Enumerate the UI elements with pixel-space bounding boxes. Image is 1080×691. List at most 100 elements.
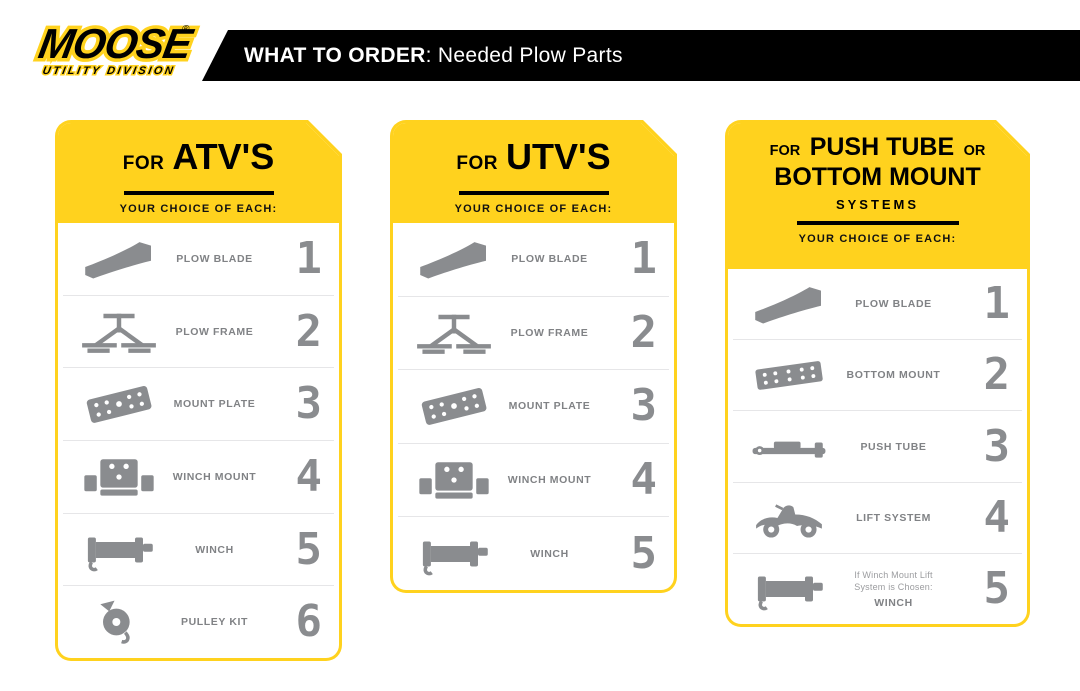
part-quantity: 5 bbox=[630, 527, 657, 579]
vehicle-label: ATV'S bbox=[172, 136, 275, 177]
lift-system-icon bbox=[745, 494, 833, 542]
plow-frame-icon bbox=[410, 309, 498, 357]
card-atv-header: FOR ATV'S YOUR CHOICE OF EACH: bbox=[58, 123, 339, 223]
part-row-winch-mount: WINCH MOUNT 4 bbox=[63, 441, 334, 514]
header-bar: WHAT TO ORDER: Needed Plow Parts bbox=[202, 30, 1080, 81]
part-label: WINCH bbox=[874, 597, 913, 609]
part-row-plow-blade: PLOW BLADE 1 bbox=[398, 223, 669, 297]
part-quantity: 6 bbox=[295, 596, 322, 648]
card-push-tube-header: FOR PUSH TUBE OR BOTTOM MOUNT SYSTEMS YO… bbox=[728, 123, 1027, 269]
card-atv-inner: FOR ATV'S YOUR CHOICE OF EACH: PLOW BLADE… bbox=[58, 123, 339, 658]
conditional-note-line2: System is Chosen: bbox=[854, 582, 933, 593]
part-quantity: 1 bbox=[630, 233, 657, 285]
part-label: LIFT SYSTEM bbox=[856, 511, 931, 524]
card-push-tube-inner: FOR PUSH TUBE OR BOTTOM MOUNT SYSTEMS YO… bbox=[728, 123, 1027, 624]
winch-icon bbox=[745, 565, 833, 613]
for-label: FOR bbox=[769, 143, 801, 159]
part-quantity: 4 bbox=[983, 491, 1010, 543]
part-row-mount-plate: MOUNT PLATE 3 bbox=[398, 370, 669, 444]
card-push-tube: FOR PUSH TUBE OR BOTTOM MOUNT SYSTEMS YO… bbox=[725, 120, 1030, 627]
part-row-winch: WINCH 5 bbox=[398, 517, 669, 590]
part-row-mount-plate: MOUNT PLATE 3 bbox=[63, 368, 334, 441]
part-quantity: 3 bbox=[630, 380, 657, 432]
card-utv: FOR UTV'S YOUR CHOICE OF EACH: PLOW BLADE… bbox=[390, 120, 677, 593]
registered-mark: ® bbox=[181, 24, 191, 35]
part-label: WINCH bbox=[530, 547, 569, 560]
choice-label: YOUR CHOICE OF EACH: bbox=[798, 233, 957, 245]
systems-label: SYSTEMS bbox=[835, 197, 920, 212]
part-label: PULLEY KIT bbox=[180, 616, 249, 629]
part-label: PLOW FRAME bbox=[510, 326, 589, 339]
card-atv-rows: PLOW BLADE 1 PLOW FRAME 2 MOUNT PLATE 3 … bbox=[58, 223, 339, 658]
part-label: PUSH TUBE bbox=[860, 440, 927, 453]
system-label: BOTTOM MOUNT bbox=[774, 163, 981, 191]
page-title-strong: WHAT TO ORDER bbox=[244, 43, 426, 67]
part-label: MOUNT PLATE bbox=[508, 400, 591, 413]
part-row-pulley-kit: PULLEY KIT 6 bbox=[63, 586, 334, 658]
title-underline bbox=[797, 221, 959, 225]
part-label: PLOW BLADE bbox=[511, 253, 588, 266]
for-label: FOR bbox=[456, 153, 499, 174]
part-quantity: 5 bbox=[983, 562, 1010, 614]
part-row-plow-frame: PLOW FRAME 2 bbox=[398, 297, 669, 371]
part-quantity: 1 bbox=[295, 232, 322, 284]
plow-blade-icon bbox=[75, 235, 163, 283]
part-quantity: 2 bbox=[983, 349, 1010, 401]
winch-icon bbox=[410, 530, 498, 578]
mount-plate-icon bbox=[75, 380, 163, 428]
part-label: WINCH bbox=[195, 543, 234, 556]
choice-label: YOUR CHOICE OF EACH: bbox=[119, 203, 278, 215]
page-title: WHAT TO ORDER: Needed Plow Parts bbox=[244, 44, 623, 68]
part-quantity: 2 bbox=[630, 306, 657, 358]
part-quantity: 1 bbox=[983, 278, 1010, 330]
moose-logo-art: MOOSE ® UTILITY DIVISION bbox=[32, 17, 201, 79]
title-underline bbox=[124, 191, 274, 195]
card-utv-title: FOR UTV'S bbox=[393, 138, 674, 184]
part-quantity: 3 bbox=[295, 378, 322, 430]
part-row-winch: WINCH 5 bbox=[63, 514, 334, 587]
part-row-lift-system: LIFT SYSTEM 4 bbox=[733, 483, 1022, 554]
part-label: MOUNT PLATE bbox=[173, 398, 256, 411]
part-label: BOTTOM MOUNT bbox=[846, 369, 941, 382]
part-label: PLOW FRAME bbox=[175, 325, 254, 338]
vehicle-label: UTV'S bbox=[506, 136, 611, 177]
part-quantity: 4 bbox=[630, 454, 657, 506]
card-pt-title-line1: FOR PUSH TUBE OR bbox=[728, 134, 1027, 164]
mount-plate-icon bbox=[410, 382, 498, 430]
part-row-winch-mount: WINCH MOUNT 4 bbox=[398, 444, 669, 518]
part-row-winch-conditional: If Winch Mount Lift System is Chosen: WI… bbox=[733, 554, 1022, 624]
part-label: WINCH MOUNT bbox=[507, 474, 592, 487]
part-label: PLOW BLADE bbox=[176, 252, 253, 265]
part-label: WINCH MOUNT bbox=[172, 470, 257, 483]
choice-label: YOUR CHOICE OF EACH: bbox=[454, 203, 613, 215]
part-row-plow-frame: PLOW FRAME 2 bbox=[63, 296, 334, 369]
card-utv-inner: FOR UTV'S YOUR CHOICE OF EACH: PLOW BLADE… bbox=[393, 123, 674, 590]
part-quantity: 5 bbox=[295, 523, 322, 575]
part-quantity: 3 bbox=[983, 420, 1010, 472]
part-label: PLOW BLADE bbox=[855, 298, 932, 311]
page-title-rest: : Needed Plow Parts bbox=[425, 43, 623, 67]
or-label: OR bbox=[963, 143, 986, 159]
card-pt-title-line2: BOTTOM MOUNT bbox=[728, 164, 1027, 194]
pulley-kit-icon bbox=[75, 598, 163, 646]
title-underline bbox=[459, 191, 609, 195]
for-label: FOR bbox=[122, 153, 165, 174]
winch-mount-icon bbox=[75, 453, 163, 501]
part-label-group: If Winch Mount Lift System is Chosen: WI… bbox=[833, 569, 954, 609]
card-utv-rows: PLOW BLADE 1 PLOW FRAME 2 MOUNT PLATE 3 … bbox=[393, 223, 674, 590]
plow-frame-icon bbox=[75, 308, 163, 356]
card-utv-header: FOR UTV'S YOUR CHOICE OF EACH: bbox=[393, 123, 674, 223]
card-push-tube-rows: PLOW BLADE 1 BOTTOM MOUNT 2 PUSH TUBE 3 … bbox=[728, 269, 1027, 624]
part-quantity: 2 bbox=[295, 305, 322, 357]
logo-wordmark: MOOSE bbox=[35, 20, 197, 67]
plow-blade-icon bbox=[745, 280, 833, 328]
winch-icon bbox=[75, 526, 163, 574]
part-row-push-tube: PUSH TUBE 3 bbox=[733, 411, 1022, 482]
part-quantity: 4 bbox=[295, 450, 322, 502]
bottom-mount-icon bbox=[745, 351, 833, 399]
conditional-note-line1: If Winch Mount Lift bbox=[854, 569, 933, 580]
part-row-bottom-mount: BOTTOM MOUNT 2 bbox=[733, 340, 1022, 411]
push-tube-icon bbox=[745, 423, 833, 471]
plow-blade-icon bbox=[410, 235, 498, 283]
